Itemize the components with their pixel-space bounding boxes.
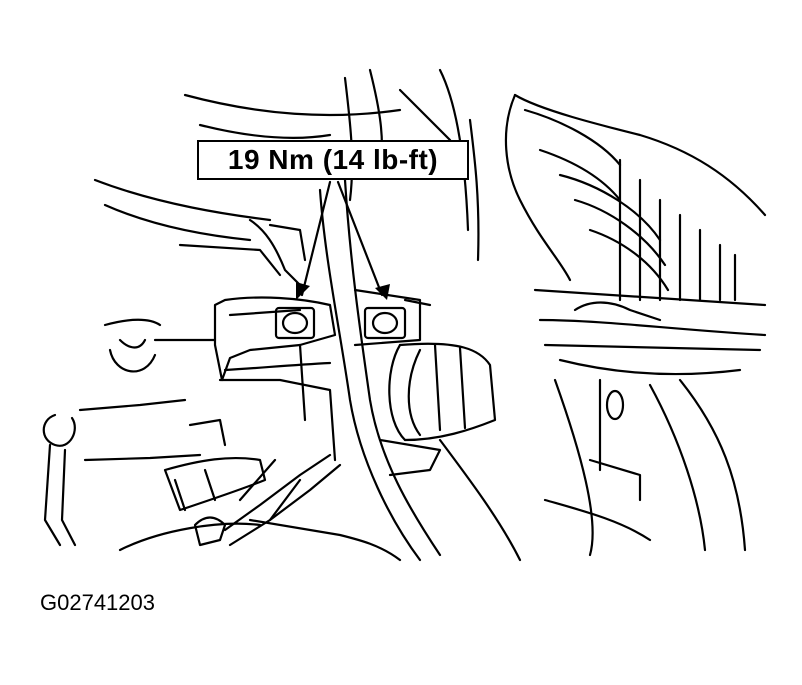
background-curve — [183, 93, 402, 117]
bracket-outline — [188, 418, 227, 447]
housing-outline — [588, 228, 670, 292]
mount-bracket — [228, 308, 302, 317]
housing-outline — [538, 148, 622, 202]
flange-outline — [553, 378, 594, 557]
bracket-outline — [248, 218, 302, 287]
hose-clip — [118, 338, 147, 349]
bracket-outline — [78, 398, 187, 412]
bolt-left — [274, 306, 316, 340]
bolt-right-head — [371, 311, 399, 335]
mount-bracket — [223, 361, 332, 372]
sensor-body — [458, 346, 467, 430]
wire-connector — [193, 516, 227, 547]
flange-hole — [605, 389, 625, 421]
mount-bracket — [218, 378, 337, 462]
bolt-right — [363, 306, 407, 340]
mount-bracket — [403, 298, 432, 307]
sensor-body — [378, 438, 442, 477]
figure-id-label: G02741203 — [40, 590, 155, 615]
torque-callout: 19 Nm (14 lb-ft) — [197, 140, 469, 180]
housing-outline — [513, 93, 767, 217]
hose-line — [238, 458, 277, 502]
arrowhead-right — [375, 284, 390, 300]
flange-outline — [573, 301, 662, 322]
bracket-outline — [268, 223, 307, 262]
mount-bracket — [298, 343, 307, 422]
callout-arrow-left — [300, 180, 332, 297]
torque-value-label: 19 Nm (14 lb-ft) — [227, 144, 439, 175]
flange-outline — [543, 343, 762, 352]
hose-line — [268, 478, 302, 522]
bolt-left-head — [281, 311, 309, 335]
frame-outline — [248, 518, 402, 562]
flange-outline — [678, 378, 747, 552]
wire-connector — [203, 468, 217, 502]
sensor-body — [398, 342, 497, 442]
background-curve — [468, 118, 480, 262]
hose-line — [343, 178, 442, 557]
background-curve — [343, 76, 354, 202]
arrowhead-left — [296, 282, 310, 300]
housing-outline — [523, 108, 622, 167]
hook-clip — [60, 448, 77, 547]
frame-outline — [118, 522, 262, 552]
flange-outline — [533, 288, 767, 307]
background-curve — [398, 88, 452, 142]
housing-outline — [558, 173, 662, 242]
bracket-outline — [93, 178, 272, 222]
flange-outline — [558, 358, 742, 376]
bracket-outline — [83, 453, 202, 462]
bracket-outline — [103, 203, 252, 242]
mount-bracket — [213, 296, 337, 382]
flange-outline — [588, 458, 642, 502]
background-curve — [438, 68, 470, 232]
background-curve — [198, 123, 332, 140]
sensor-body — [407, 348, 422, 437]
hook-clip — [43, 443, 62, 547]
flange-outline — [538, 318, 767, 337]
hook-clip — [42, 413, 76, 447]
flange-outline — [648, 383, 707, 552]
sensor-body — [433, 343, 442, 432]
flange-outline — [543, 498, 652, 542]
callout-arrow-right — [336, 180, 384, 297]
wire-line — [228, 463, 342, 547]
housing-outline — [573, 198, 667, 267]
wire-line — [223, 453, 332, 532]
hose-clip — [103, 318, 162, 327]
hose-clip — [108, 348, 157, 373]
housing-outline — [504, 93, 572, 282]
sensor-body — [388, 343, 407, 442]
bracket-outline — [178, 243, 282, 277]
hose-line — [318, 188, 422, 562]
wire-connector — [173, 478, 187, 512]
wire-connector — [163, 456, 267, 512]
frame-outline — [438, 438, 522, 562]
